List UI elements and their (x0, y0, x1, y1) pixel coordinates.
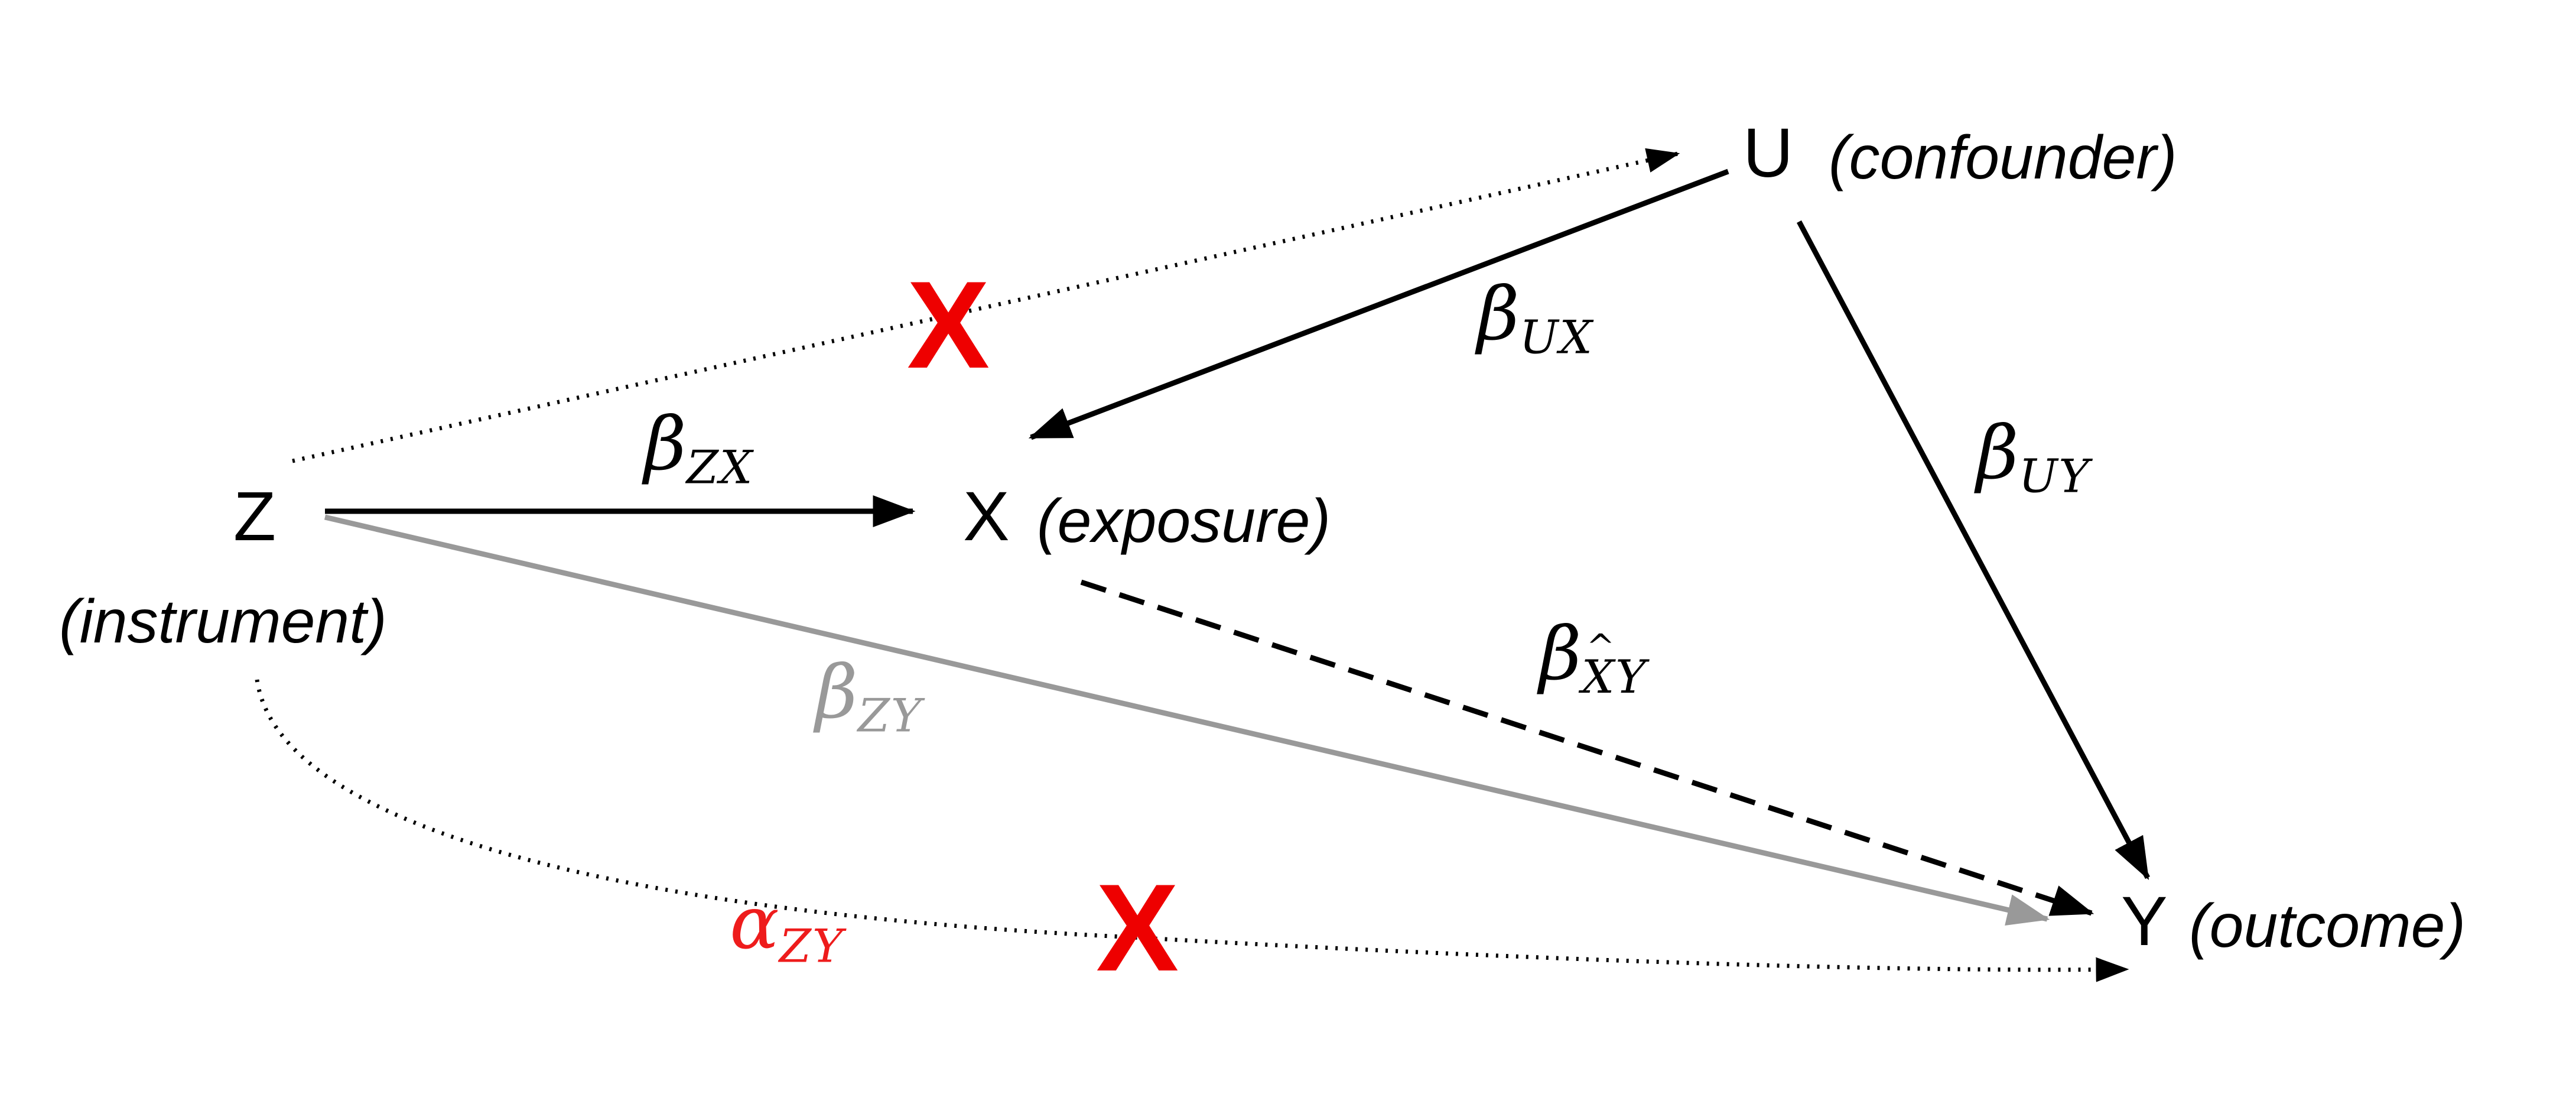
node-x-desc: (exposure) (1037, 487, 1331, 556)
node-x-letter: X (963, 478, 1010, 556)
node-u-letter: U (1743, 114, 1794, 192)
cross-mark-z-u: X (907, 255, 990, 394)
coef-ux: βUX (1477, 272, 1593, 365)
coef-zy: βZY (815, 650, 923, 743)
edge-x-y-dashed (1080, 579, 2094, 916)
node-z-desc: (instrument) (59, 587, 387, 656)
edge-u-y (1797, 220, 2150, 880)
edge-z-y-dotted-curve (255, 679, 2129, 982)
edge-z-y-gray (324, 514, 2050, 926)
cross-mark-z-y: X (1096, 858, 1179, 997)
coef-uy: βUY (1976, 411, 2090, 504)
coef-xy-hat: βXY (1539, 618, 1647, 700)
coef-zx: βZX (644, 402, 754, 495)
node-y-letter: Y (2121, 882, 2168, 960)
edge-u-x (1028, 168, 1729, 440)
node-u-desc: (confounder) (1829, 124, 2177, 192)
coef-alpha-zy: αZY (730, 881, 844, 973)
node-z-letter: Z (233, 478, 277, 556)
node-y-desc: (outcome) (2189, 892, 2466, 960)
